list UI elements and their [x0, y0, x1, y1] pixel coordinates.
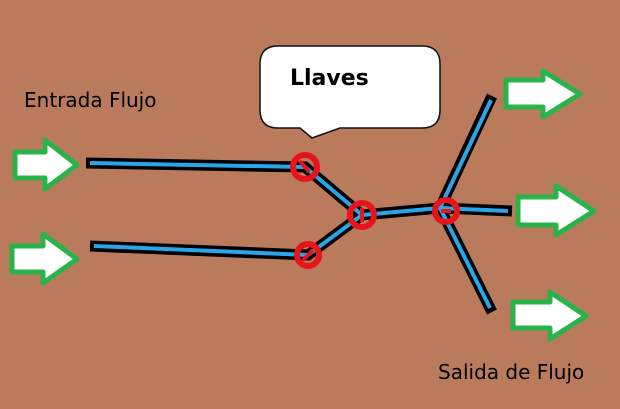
- valves-callout: [259, 45, 441, 139]
- arrow-right-icon: [503, 68, 583, 120]
- valve-icon: [432, 197, 460, 225]
- valves: [290, 152, 460, 269]
- arrow-right-icon: [515, 183, 597, 238]
- inlet-arrows: [9, 137, 80, 286]
- output-flow-label: Salida de Flujo: [438, 360, 585, 384]
- outlet-arrows: [503, 68, 597, 342]
- upper-inlet-pipe-outline: [85, 157, 366, 220]
- valve-icon: [294, 241, 322, 269]
- upper-outlet-pipe: [438, 99, 493, 209]
- valve-icon: [347, 200, 377, 230]
- arrow-right-icon: [12, 137, 80, 192]
- input-flow-label: Entrada Flujo: [24, 88, 157, 112]
- middle-outlet-pipe: [439, 206, 509, 213]
- valve-icon: [290, 152, 320, 182]
- valves-callout-text: Llaves: [290, 66, 369, 91]
- arrow-right-icon: [510, 289, 589, 342]
- arrow-right-icon: [9, 231, 80, 286]
